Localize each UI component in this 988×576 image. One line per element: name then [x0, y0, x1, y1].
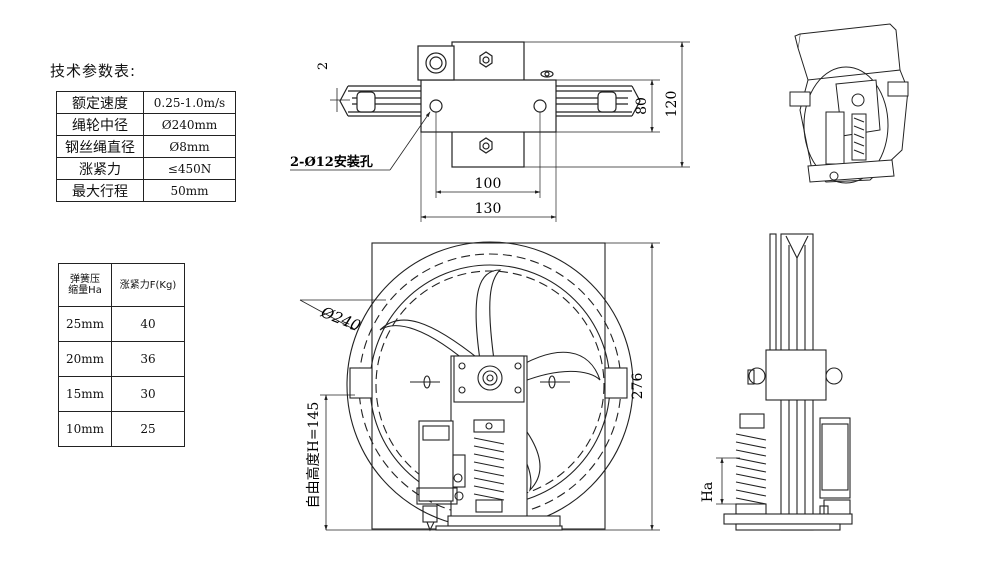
spec-value: 0.25-1.0m/s — [143, 91, 236, 114]
isometric-view — [789, 23, 909, 184]
side-view — [716, 233, 853, 531]
spec-label: 绳轮中径 — [56, 113, 144, 136]
dim-120: 120 — [664, 91, 680, 118]
compression-header: 弹簧压缩量Ha — [58, 263, 112, 307]
spec-value: 50mm — [143, 179, 236, 202]
top-view — [290, 41, 690, 222]
spec-value: Ø8mm — [143, 135, 236, 158]
front-view — [299, 241, 660, 532]
compression-value: 20mm — [58, 341, 112, 377]
dim-free-height: 自由高度H=145 — [305, 402, 322, 509]
dim-276: 276 — [630, 373, 646, 400]
force-header: 涨紧力F(Kg) — [111, 263, 185, 307]
spring-table-header: 弹簧压缩量Ha 涨紧力F(Kg) — [58, 263, 185, 307]
compression-value: 25mm — [58, 306, 112, 342]
spec-table-title: 技术参数表: — [50, 62, 137, 80]
dim-diameter: Ø240 — [318, 303, 364, 336]
dim-ha: Ha — [700, 482, 716, 503]
spec-value: ≤450N — [143, 157, 236, 180]
dim-top-gap: 2 — [316, 62, 331, 70]
dim-130: 130 — [475, 201, 502, 217]
compression-value: 10mm — [58, 411, 112, 447]
dim-100: 100 — [475, 176, 502, 192]
dim-80: 80 — [634, 97, 650, 115]
force-value: 25 — [111, 411, 185, 447]
spec-label: 最大行程 — [56, 179, 144, 202]
compression-header-line1: 弹簧压 — [70, 274, 100, 285]
compression-header-line2: 缩量Ha — [68, 285, 102, 296]
hole-note: 2-Ø12安装孔 — [290, 154, 373, 170]
spec-label: 额定速度 — [56, 91, 144, 114]
